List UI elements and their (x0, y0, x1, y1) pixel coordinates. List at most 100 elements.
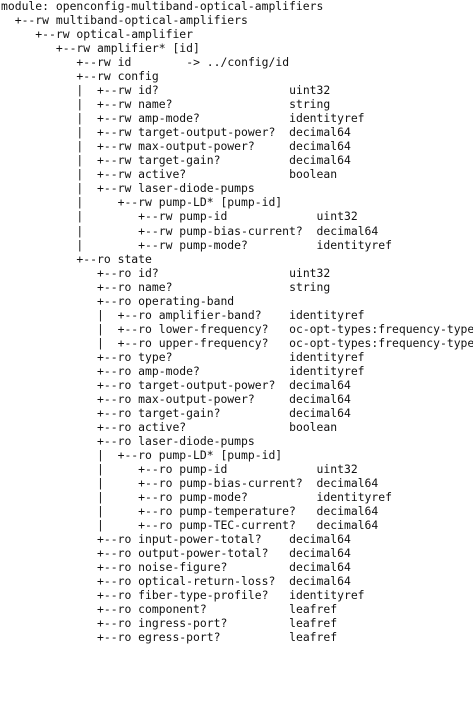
node-text: +--rw config (1, 69, 159, 84)
node-text: +--ro ingress-port? (1, 616, 228, 631)
node-type: decimal64 (289, 532, 351, 547)
node-type: identityref (289, 588, 365, 603)
node-type: identityref (289, 363, 365, 378)
node-type: decimal64 (289, 574, 351, 589)
node-type: decimal64 (289, 546, 351, 561)
node-type: oc-opt-types:frequency-type (289, 321, 473, 336)
node-text: +--ro operating-band (1, 293, 235, 308)
node-text: | +--ro upper-frequency? (1, 335, 269, 350)
tree-line: +--ro ingress-port? leafref (1, 616, 473, 630)
tree-line: | +--rw id?uint32 (1, 83, 473, 97)
tree-line: | +--rw active? boolean (1, 167, 473, 181)
tree-line: +--rw amplifier* [id] (1, 41, 473, 55)
tree-line: | +--rw pump-LD* [pump-id] (1, 195, 473, 209)
node-type: boolean (289, 167, 338, 182)
node-text: | +--rw pump-id (1, 209, 228, 224)
node-text: | +--rw id? (1, 83, 159, 98)
node-text: +--ro noise-figure? (1, 560, 228, 575)
node-text: +--ro laser-diode-pumps (1, 433, 255, 448)
node-text: | +--rw active? (1, 167, 187, 182)
tree-line: +--ro component? leafref (1, 602, 473, 616)
tree-line: +--rw config (1, 69, 473, 83)
node-type: string (289, 97, 331, 112)
tree-line: +--ro amp-mode?identityref (1, 364, 473, 378)
tree-line: | +--ro pump-mode?identityref (1, 490, 473, 504)
node-text: +--ro target-output-power? (1, 377, 276, 392)
node-type: decimal64 (289, 391, 351, 406)
tree-line: | +--ro pump-TEC-current? decimal64 (1, 518, 473, 532)
tree-line: | +--ro pump-temperature?decimal64 (1, 504, 473, 518)
node-text: +--ro target-gain? (1, 405, 221, 420)
node-type: decimal64 (289, 139, 351, 154)
tree-line: +--ro noise-figure?decimal64 (1, 560, 473, 574)
node-text: | +--ro amplifier-band? (1, 307, 262, 322)
node-text: | +--ro pump-temperature? (1, 504, 296, 519)
node-type: decimal64 (289, 153, 351, 168)
tree-line: +--ro fiber-type-profile?identityref (1, 588, 473, 602)
tree-line: | +--ro amplifier-band? identityref (1, 308, 473, 322)
tree-line: module: openconfig-multiband-optical-amp… (1, 0, 473, 13)
node-type: identityref (316, 490, 392, 505)
tree-line: +--ro target-output-power? decimal64 (1, 378, 473, 392)
tree-line: +--ro output-power-total? decimal64 (1, 546, 473, 560)
node-text: | +--rw amp-mode? (1, 111, 200, 126)
tree-line: | +--rw pump-mode? identityref (1, 238, 473, 252)
node-type: decimal64 (316, 476, 379, 491)
node-text: | +--rw target-gain? (1, 153, 221, 168)
tree-line: +--ro active? boolean (1, 420, 473, 434)
node-text: | +--ro pump-LD* [pump-id] (1, 448, 283, 462)
node-text: | +--rw laser-diode-pumps (1, 181, 255, 196)
tree-line: +--ro operating-band (1, 294, 473, 308)
tree-line: +--ro target-gain? decimal64 (1, 406, 473, 420)
node-text: +--ro input-power-total? (1, 532, 262, 547)
node-type: uint32 (316, 462, 358, 477)
node-text: +--ro egress-port? (1, 630, 221, 645)
node-text: +--ro optical-return-loss? (1, 574, 276, 589)
node-type: boolean (289, 419, 338, 434)
node-type: decimal64 (289, 377, 351, 392)
node-type: identityref (289, 111, 365, 126)
tree-line: | +--rw target-gain? decimal64 (1, 153, 473, 167)
tree-line: | +--rw amp-mode? identityref (1, 111, 473, 125)
node-type: leafref (289, 630, 338, 645)
node-text: +--ro output-power-total? (1, 546, 269, 561)
node-type: identityref (289, 307, 365, 322)
node-type: leafref (289, 602, 338, 617)
node-type: uint32 (289, 265, 331, 280)
node-type: oc-opt-types:frequency-type (289, 335, 473, 350)
node-text: +--ro id? (1, 265, 159, 280)
node-text: +--rw optical-amplifier (1, 27, 194, 42)
node-text: +--ro component? (1, 602, 207, 617)
node-text: +--rw id (1, 55, 132, 70)
tree-line: +--rw id -> ../config/id (1, 55, 473, 69)
tree-line: +--rw multiband-optical-amplifiers (1, 13, 473, 27)
node-text: | +--rw pump-mode? (1, 237, 248, 252)
node-text: +--rw multiband-optical-amplifiers (1, 13, 248, 28)
node-type: leafref (289, 616, 338, 631)
tree-line: +--rw optical-amplifier (1, 27, 473, 41)
node-text: +--ro active? (1, 419, 187, 434)
tree-line: | +--ro pump-LD* [pump-id] (1, 448, 473, 462)
node-type: identityref (316, 237, 392, 252)
node-text: +--ro name? (1, 279, 173, 294)
node-type: decimal64 (289, 405, 351, 420)
tree-line: +--ro id? uint32 (1, 266, 473, 280)
tree-line: | +--rw name?string (1, 97, 473, 111)
yang-tree: module: openconfig-multiband-optical-amp… (1, 0, 473, 644)
node-text: +--ro state (1, 251, 152, 266)
node-type: -> ../config/id (186, 55, 290, 70)
tree-line: +--ro input-power-total? decimal64 (1, 532, 473, 546)
tree-line: | +--ro pump-bias-current? decimal64 (1, 476, 473, 490)
node-text: module: openconfig-multiband-optical-amp… (1, 0, 324, 13)
tree-line: +--ro laser-diode-pumps (1, 434, 473, 448)
tree-line: +--ro type?identityref (1, 350, 473, 364)
node-text: | +--rw pump-LD* [pump-id] (1, 195, 283, 210)
node-type: decimal64 (316, 518, 379, 533)
tree-line: +--ro name? string (1, 280, 473, 294)
node-text: | +--ro pump-TEC-current? (1, 518, 296, 533)
node-text: | +--rw pump-bias-current? (1, 223, 303, 238)
node-text: | +--ro pump-bias-current? (1, 476, 303, 491)
node-type: string (289, 279, 331, 294)
